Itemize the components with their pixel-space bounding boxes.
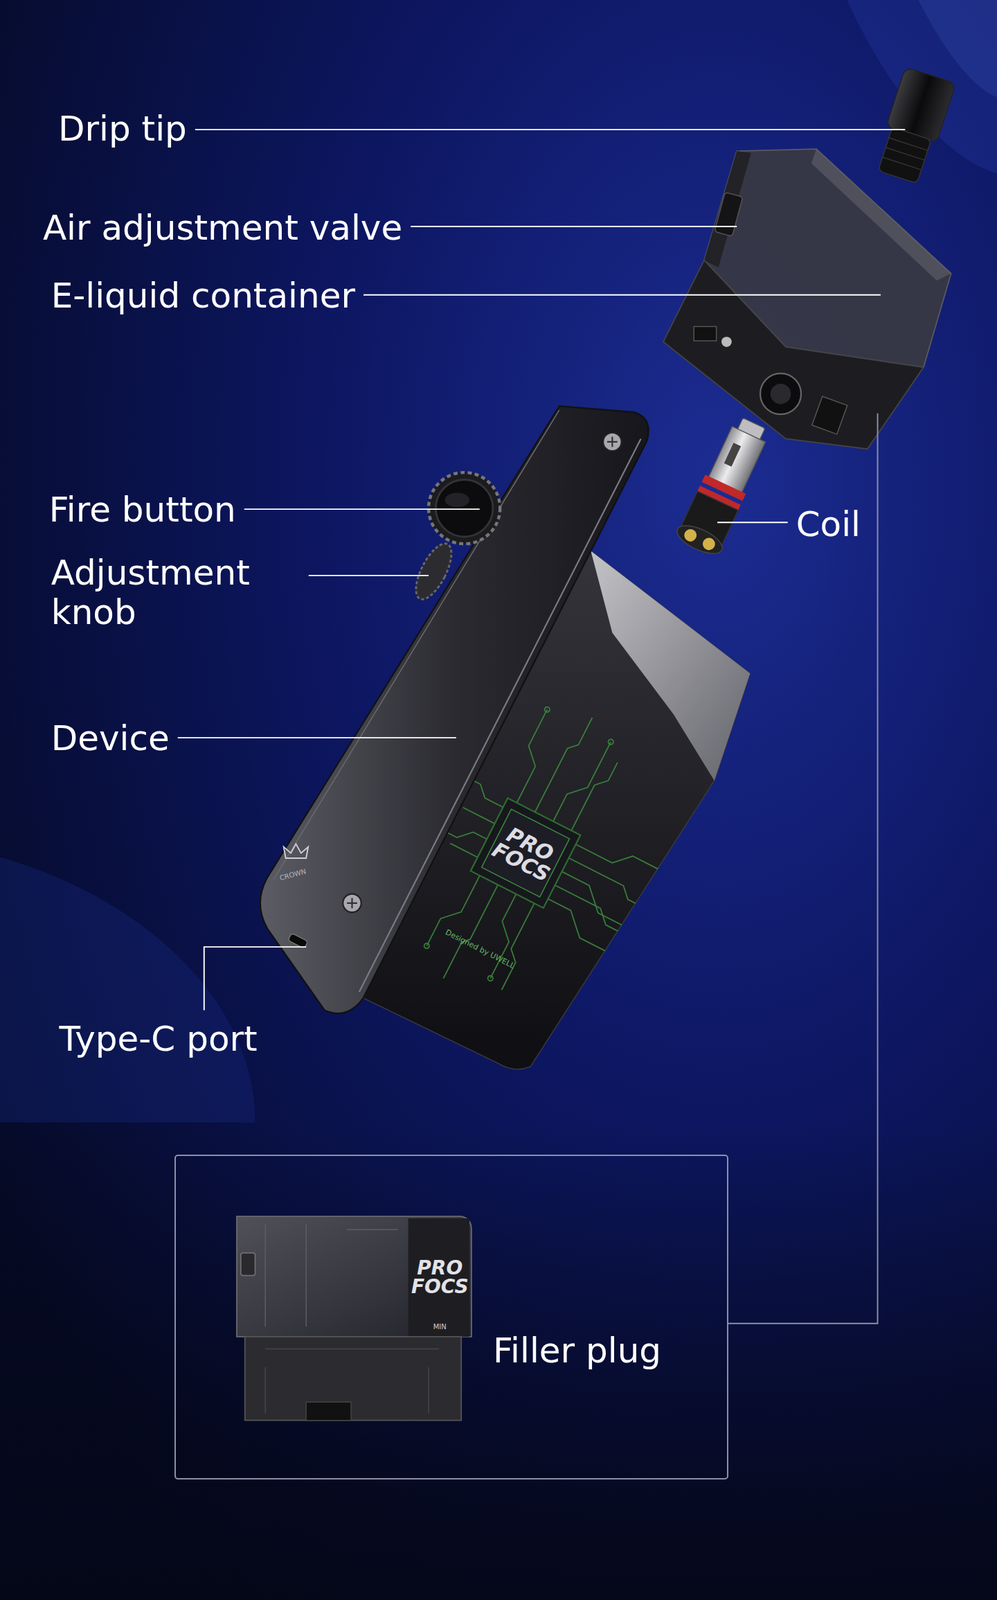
callout-text: Filler plug [492, 1330, 662, 1371]
e-liquid-container [693, 326, 716, 341]
circuit-traces [503, 708, 561, 803]
circuit-traces [470, 797, 581, 908]
leader-line [244, 508, 480, 510]
part-label: Coil [796, 504, 861, 545]
screw [607, 436, 618, 448]
circuit-traces [450, 843, 478, 858]
drip-tip [888, 137, 928, 151]
background [0, 1122, 997, 1600]
circuit-traces [538, 898, 617, 952]
part-label: Type-C port [58, 1019, 257, 1060]
drip-tip [872, 67, 957, 186]
circuit-traces [571, 757, 618, 835]
scale-mark: MIN [433, 1322, 447, 1331]
circuit-traces [549, 884, 631, 934]
drip-tip [882, 157, 922, 170]
circuit-traces [423, 942, 430, 950]
device-body [359, 438, 642, 991]
leader-line [717, 521, 788, 523]
part-label: Air adjustment valve [42, 208, 403, 249]
screw [342, 893, 362, 913]
circuit-traces [470, 797, 581, 908]
part-label: Device [51, 718, 170, 759]
screw [342, 432, 622, 912]
e-liquid-container [714, 191, 743, 237]
leader-line [410, 225, 737, 228]
callout-box: Filler plug [174, 1154, 729, 1479]
leader-line [204, 946, 307, 1010]
circuit-traces [492, 902, 543, 990]
drip-tip [885, 147, 925, 160]
part-label: Adjustment knob [51, 553, 301, 633]
e-liquid-container [812, 396, 848, 435]
e-liquid-container [721, 336, 732, 347]
screw [346, 897, 358, 908]
part-label: Fire button [49, 490, 237, 531]
filler-plug-pod [265, 1224, 399, 1326]
circuit-traces [553, 734, 611, 829]
circuit-traces [481, 808, 570, 897]
fire-button [445, 492, 470, 508]
crown-logo [283, 843, 309, 858]
drip-tip [877, 127, 932, 184]
filler-plug-pod [408, 1217, 470, 1337]
adjustment-knob [409, 538, 460, 605]
e-liquid-container [704, 150, 752, 268]
crown-logo [283, 843, 309, 858]
logo-text: PRO FOCS [411, 1259, 469, 1297]
circuit-traces [564, 857, 655, 912]
leader-line [308, 574, 429, 577]
e-liquid-container [663, 260, 924, 450]
circuit-traces [647, 906, 655, 914]
circuit-traces [552, 870, 644, 931]
coil [681, 526, 699, 543]
leader-line [728, 413, 878, 1324]
device-body [273, 409, 560, 880]
leader-line [195, 128, 906, 131]
leader-line [177, 736, 457, 739]
circuit-traces [656, 866, 664, 874]
e-liquid-container [663, 148, 952, 449]
coil [724, 442, 741, 466]
filler-plug-pod [265, 1348, 439, 1414]
circuit-traces [607, 738, 615, 745]
coil [672, 412, 777, 559]
circuit-traces [543, 705, 551, 713]
part-label: Drip tip [58, 109, 187, 150]
filler-plug-pod [236, 1215, 472, 1421]
device-body [260, 405, 649, 1013]
fire-button [428, 472, 500, 544]
fire-button [428, 472, 500, 544]
device-body [590, 551, 750, 781]
screw [603, 432, 622, 452]
e-liquid-container [770, 383, 791, 404]
e-liquid-container [760, 373, 802, 415]
coil [672, 519, 727, 560]
fire-button [435, 479, 493, 537]
e-liquid-container [811, 148, 952, 281]
coil [700, 535, 718, 552]
part-label: E-liquid container [51, 276, 356, 317]
leader-line [363, 294, 881, 296]
adjustment-knob [409, 538, 460, 605]
filler-plug-pod [245, 1336, 462, 1421]
circuit-traces [576, 830, 661, 884]
circuit-traces [463, 807, 496, 824]
background [0, 857, 255, 1123]
filler-plug-pod [240, 1252, 256, 1275]
filler-plug-pod [306, 1401, 352, 1421]
circuit-traces [486, 974, 494, 982]
filler-plug-pod [236, 1215, 472, 1337]
